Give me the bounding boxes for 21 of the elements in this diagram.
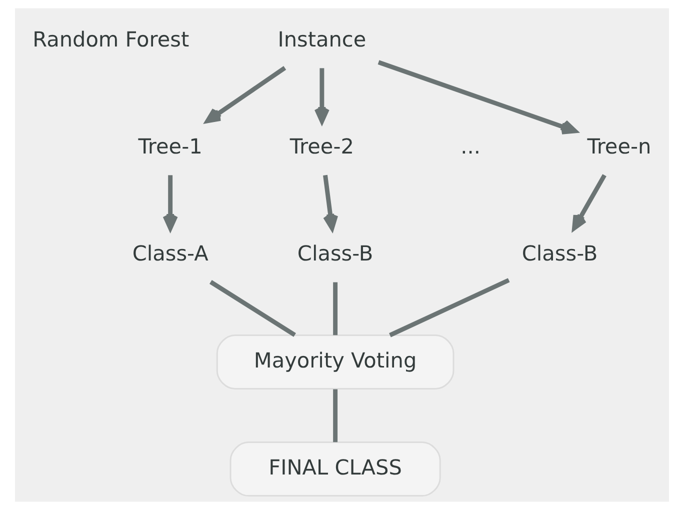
label: Random Forest	[32, 27, 190, 52]
connector	[210, 280, 296, 337]
connector	[389, 278, 510, 338]
arrow	[162, 175, 178, 230]
node-text: Tree-n	[587, 134, 652, 158]
node-text: Class-B	[297, 242, 374, 266]
connector	[333, 389, 338, 442]
label: ...	[460, 134, 480, 158]
node-box: Mayority Voting	[216, 334, 454, 390]
connector	[333, 282, 338, 336]
node-text: Tree-1	[138, 134, 202, 158]
node-text: Class-B	[522, 242, 598, 266]
arrow	[205, 66, 286, 124]
node-box: FINAL CLASS	[230, 442, 441, 497]
node-text: Class-A	[132, 242, 208, 266]
node-text: Instance	[278, 27, 366, 52]
arrow	[378, 60, 578, 134]
node-text: Tree-2	[290, 134, 354, 158]
arrow	[323, 174, 338, 230]
arrow	[572, 174, 606, 230]
arrow	[314, 68, 330, 124]
